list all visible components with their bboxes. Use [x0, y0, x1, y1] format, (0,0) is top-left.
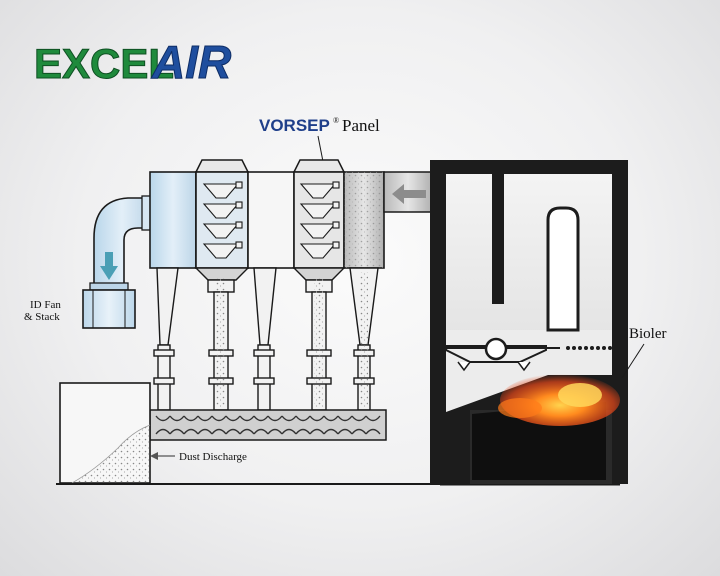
brand-logo: EXCEL AIR — [34, 36, 232, 89]
vortex-cyclones-2 — [299, 181, 340, 259]
auger-flight — [155, 415, 171, 435]
auger-flight — [337, 415, 353, 435]
vorsep-panel-1 — [194, 159, 250, 281]
boiler-label: Bioler — [629, 326, 667, 342]
auger-flight — [211, 415, 227, 435]
auger-flight — [183, 415, 199, 435]
id-fan-label-line1: ID Fan — [30, 299, 61, 311]
auger-flight — [225, 415, 241, 435]
auger-flight — [295, 415, 311, 435]
id-fan-stack: ID Fan & Stack — [24, 289, 136, 329]
auger-flight — [309, 415, 325, 435]
collector-chamber-dirty — [343, 171, 385, 269]
id-fan-label-line2: & Stack — [24, 311, 60, 323]
auger-flight — [351, 415, 367, 435]
logo-primary-word: EXCEL — [34, 40, 174, 87]
auger-flight — [169, 415, 185, 435]
boiler-chain — [566, 346, 612, 350]
screw-conveyor — [149, 409, 387, 441]
vorsep-panel-label: VORSEP ® Panel — [259, 116, 380, 183]
vorsep-word: Panel — [342, 116, 380, 135]
auger-flight — [267, 415, 283, 435]
boiler: Bioler — [430, 160, 667, 484]
auger-flight — [253, 415, 269, 435]
logo-secondary-word: AIR — [151, 36, 231, 88]
auger-flight — [365, 415, 381, 435]
auger-flight — [239, 415, 255, 435]
dust-particle-streams — [216, 272, 368, 408]
fire-flame — [498, 374, 620, 426]
down-arrow-icon — [100, 252, 118, 280]
left-arrow-icon — [392, 184, 426, 204]
vorsep-panel-2 — [292, 159, 346, 281]
hopper-drop-legs — [153, 267, 379, 411]
auger-flight — [197, 415, 213, 435]
vorsep-brand: VORSEP — [259, 116, 330, 135]
inlet-duct — [383, 171, 433, 213]
boiler-leader-line — [621, 343, 645, 379]
dust-discharge-label: Dust Discharge — [179, 451, 247, 463]
left-arrow-icon — [150, 452, 175, 460]
vortex-cyclones-1 — [202, 181, 243, 259]
dust-discharge-bin: Dust Discharge — [59, 382, 247, 484]
auger-flight — [323, 415, 339, 435]
outlet-elbow-duct — [89, 195, 152, 291]
vorsep-reg-mark: ® — [333, 116, 339, 125]
collector-chamber-middle — [247, 171, 295, 269]
auger-flight — [281, 415, 297, 435]
